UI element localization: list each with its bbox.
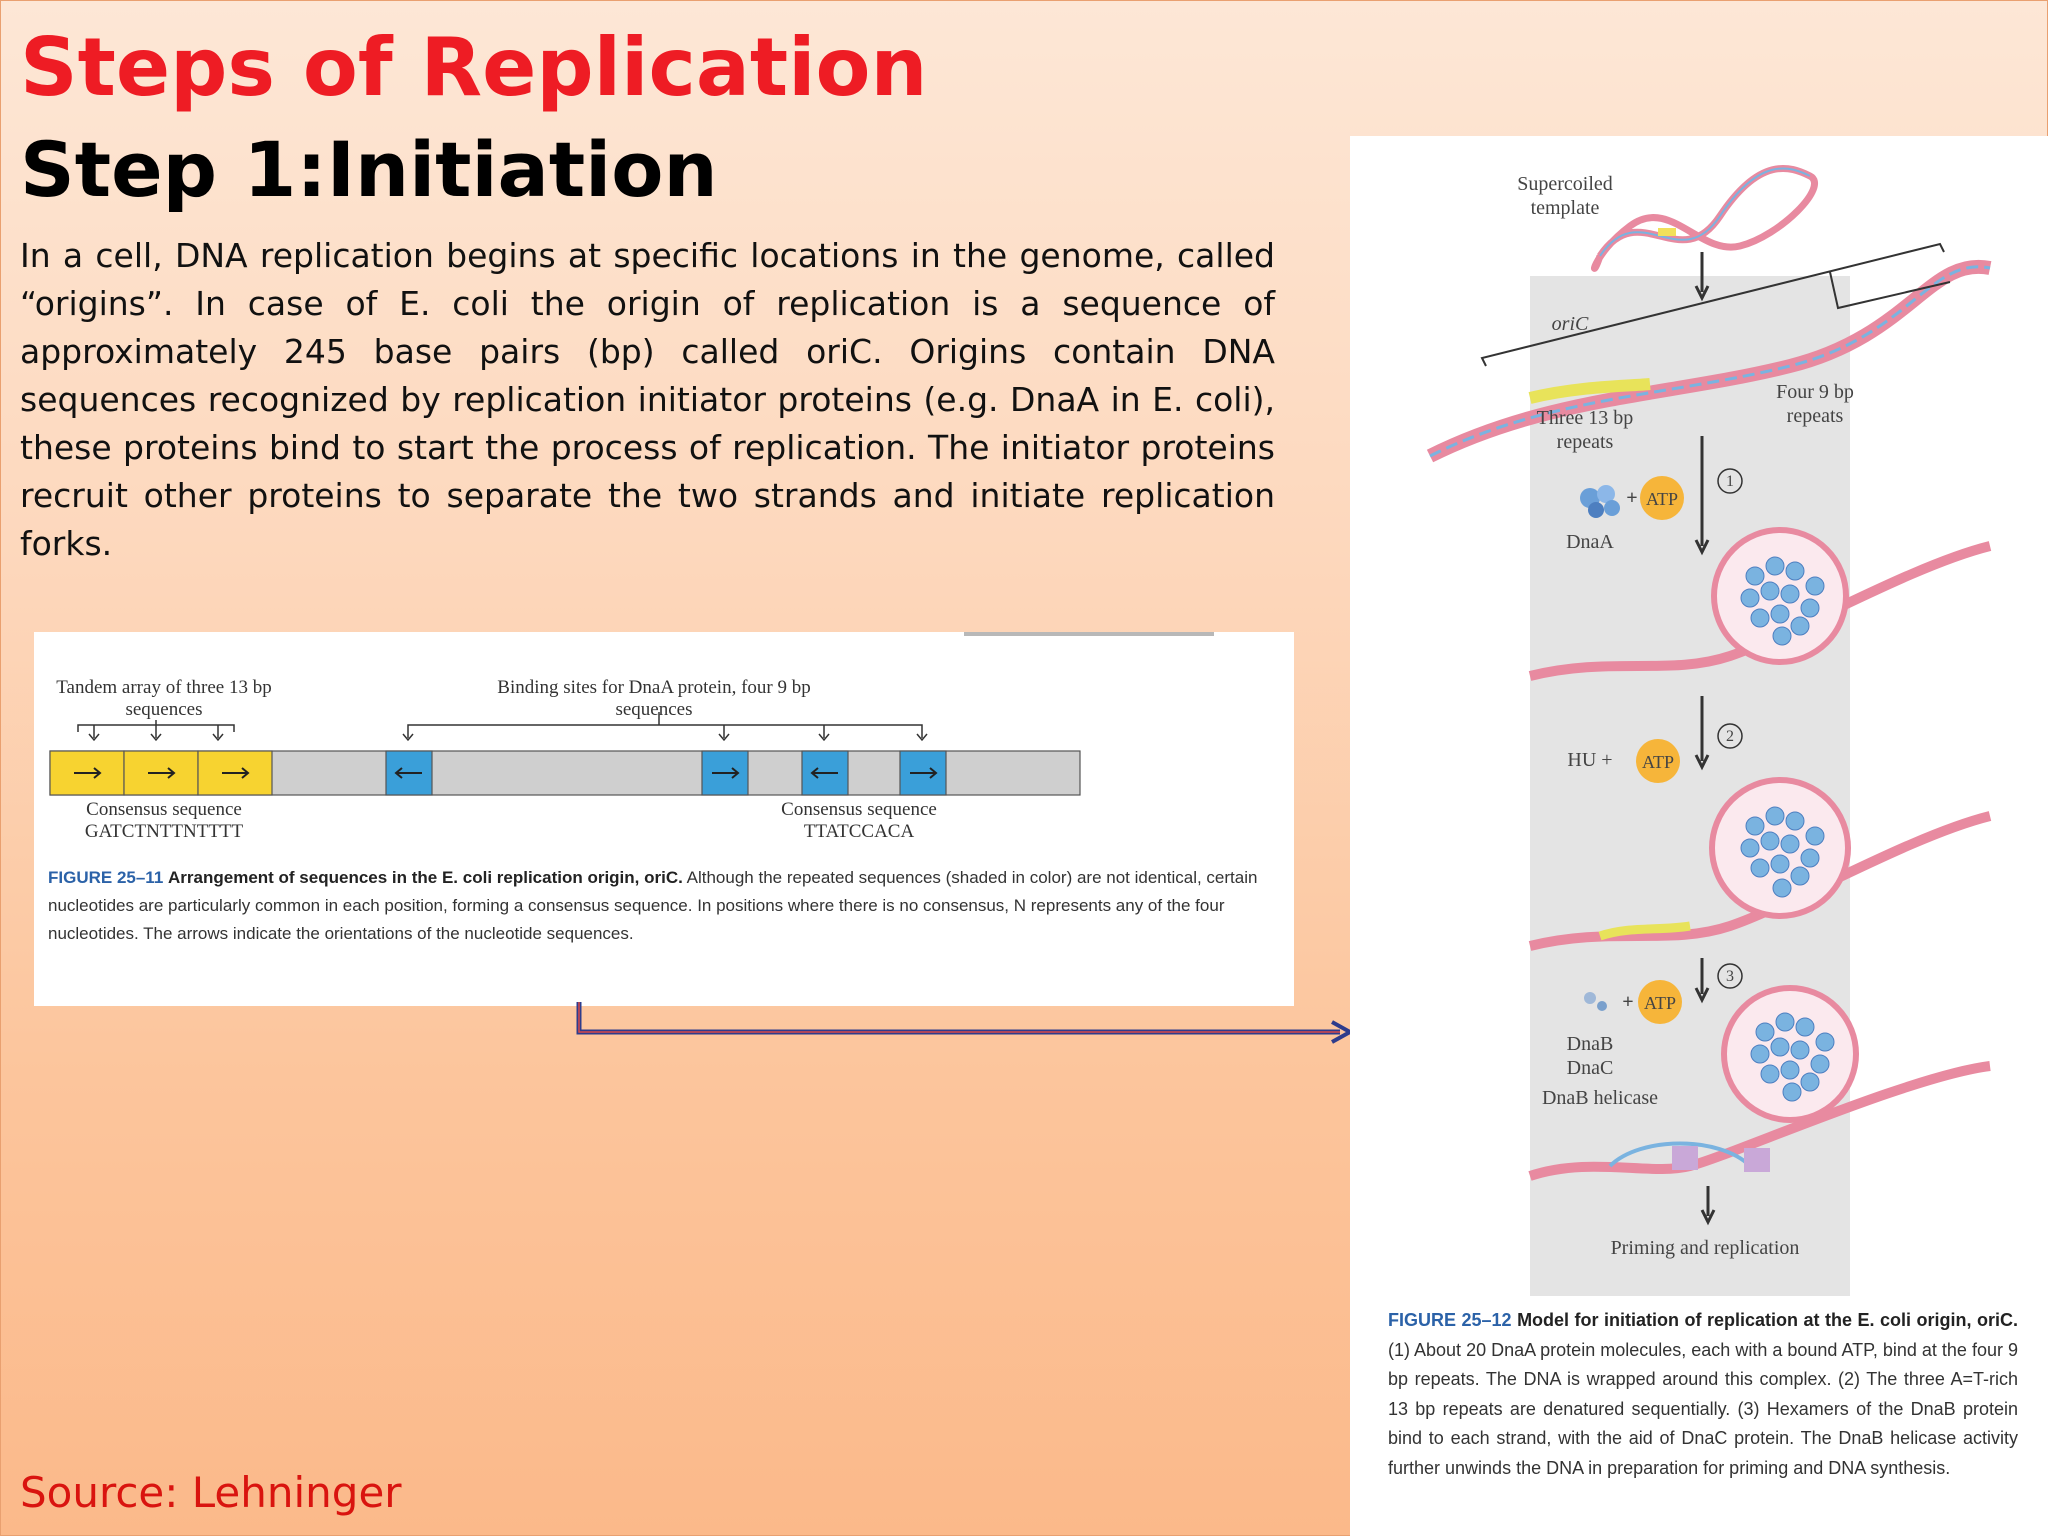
atp-icon-1 [1640, 476, 1684, 520]
label-consensus-9bp: Consensus sequence [781, 799, 937, 820]
figure-25-12: Supercoiled template oriC Three 13 bp re… [1350, 136, 2048, 1536]
dnab-protein-icon [1584, 992, 1607, 1011]
label-three-13bp-repeats: Three 13 bp repeats [1536, 407, 1634, 453]
label-dnaa: DnaA [1566, 531, 1614, 553]
connector-arrow [576, 1002, 1355, 1044]
caption-text: (1) About 20 DnaA protein molecules, eac… [1388, 1339, 2018, 1478]
label-step-3: 3 [1726, 968, 1734, 985]
sequence-13bp: GATCTNTTNTTTT [84, 821, 244, 842]
source-citation: Source: Lehninger [20, 1468, 402, 1517]
oric-initiation-diagram [1426, 165, 1992, 1296]
label-dnac: DnaC [1566, 1057, 1614, 1079]
dnaa-protein-icon [1580, 485, 1620, 518]
dnaa-complex-3 [1721, 985, 1859, 1123]
label-plus-3: + [1622, 991, 1634, 1013]
figure-25-12-caption: FIGURE 25–12 Model for initiation of rep… [1388, 1306, 2018, 1483]
atp-icon-2 [1636, 739, 1680, 783]
label-plus-1: + [1626, 487, 1638, 509]
label-tandem-array: Tandem array of three 13 bp sequences [56, 677, 272, 720]
label-priming-replication: Priming and replication [1610, 1237, 1800, 1259]
label-oric: oriC [1551, 313, 1589, 335]
label-four-9bp-repeats: Four 9 bp repeats [1776, 381, 1854, 427]
label-binding-sites: Binding sites for DnaA protein, four 9 b… [497, 677, 811, 720]
slide-body-text: In a cell, DNA replication begins at spe… [20, 236, 1275, 563]
label-atp-2: ATP [1641, 752, 1674, 772]
sequence-9bp: TTATCCACA [803, 821, 915, 842]
figure-25-11: Tandem array of three 13 bp sequences Bi… [34, 632, 1294, 1006]
figure-25-11-caption: FIGURE 25–11 Arrangement of sequences in… [48, 864, 1278, 948]
dnab-helicase-2 [1744, 1148, 1770, 1172]
dnab-helicase-1 [1672, 1146, 1698, 1170]
caption-number: FIGURE 25–11 [48, 868, 164, 887]
dnaa-complex-2 [1709, 777, 1851, 919]
label-step-2: 2 [1726, 728, 1734, 745]
caption-title: Model for initiation of replication at t… [1517, 1310, 2018, 1330]
caption-number: FIGURE 25–12 [1388, 1310, 1512, 1330]
label-dnab-helicase: DnaB helicase [1541, 1087, 1659, 1109]
caption-title: Arrangement of sequences in the E. coli … [168, 868, 683, 887]
label-dnab: DnaB [1566, 1033, 1614, 1055]
slide-title: Steps of Replication [20, 21, 928, 114]
caption-text: Although the repeated sequences (shaded … [48, 868, 1258, 943]
label-consensus-13bp: Consensus sequence [86, 799, 242, 820]
label-atp-3: ATP [1643, 993, 1676, 1013]
atp-icon-3 [1638, 980, 1682, 1024]
oric-sequence-diagram [49, 632, 1214, 796]
dnaa-complex-1 [1711, 527, 1849, 665]
label-hu: HU + [1567, 749, 1613, 771]
slide-subtitle: Step 1:Initiation [20, 125, 718, 214]
label-atp-1: ATP [1645, 489, 1678, 509]
label-supercoiled-template: Supercoiled template [1517, 173, 1613, 219]
label-step-1: 1 [1726, 473, 1734, 490]
